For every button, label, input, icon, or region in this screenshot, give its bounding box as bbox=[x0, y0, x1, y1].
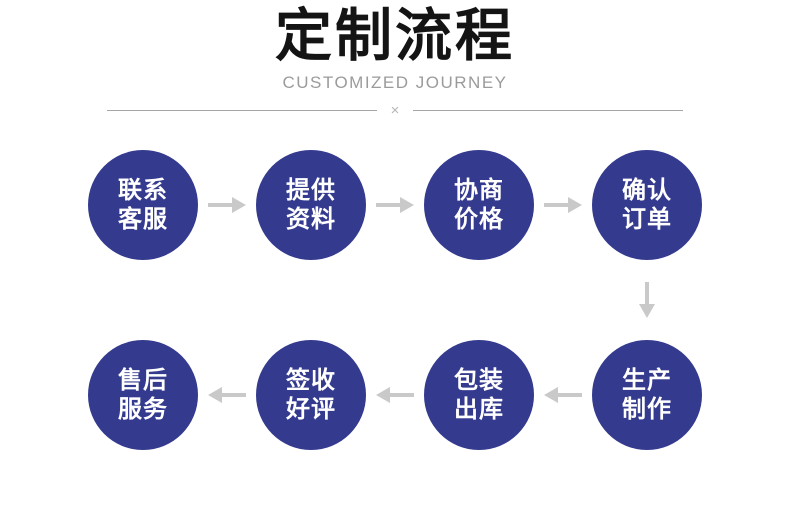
step-circle-production: 生产 制作 bbox=[592, 340, 702, 450]
flow-row-connector bbox=[88, 260, 702, 340]
step-label-line: 售后 bbox=[118, 367, 168, 394]
step-circle-sign-and-review: 签收 好评 bbox=[256, 340, 366, 450]
arrow-down-icon bbox=[639, 282, 655, 318]
step-label-line: 客服 bbox=[118, 206, 168, 233]
section-title: 定制流程 bbox=[275, 4, 515, 68]
section-subtitle: CUSTOMIZED JOURNEY bbox=[282, 73, 508, 92]
step-circle-after-sales-service: 售后 服务 bbox=[88, 340, 198, 450]
step-circle-negotiate-price: 协商 价格 bbox=[424, 150, 534, 260]
step-label-line: 联系 bbox=[118, 177, 168, 204]
flow-row-top: 联系 客服 提供 资料 协商 价格 bbox=[88, 150, 702, 260]
step-label-line: 好评 bbox=[286, 396, 336, 423]
arrow-right-icon bbox=[366, 197, 424, 213]
divider-x-icon: × bbox=[390, 101, 400, 119]
step-label-line: 出库 bbox=[454, 396, 504, 423]
arrow-left-icon bbox=[198, 387, 256, 403]
process-flow-diagram: 联系 客服 提供 资料 协商 价格 bbox=[88, 150, 702, 450]
flow-row-bottom: 售后 服务 签收 好评 包装 出库 bbox=[88, 340, 702, 450]
divider: × bbox=[107, 101, 684, 119]
step-label-line: 价格 bbox=[454, 206, 504, 233]
section-header: 定制流程 CUSTOMIZED JOURNEY × bbox=[0, 0, 790, 118]
step-label-line: 签收 bbox=[286, 367, 336, 394]
divider-line-left bbox=[107, 109, 377, 111]
step-label-line: 协商 bbox=[454, 177, 504, 204]
step-label-line: 确认 bbox=[622, 177, 672, 204]
arrow-left-icon bbox=[366, 387, 424, 403]
step-circle-confirm-order: 确认 订单 bbox=[592, 150, 702, 260]
step-label-line: 制作 bbox=[622, 396, 672, 423]
step-circle-contact-service: 联系 客服 bbox=[88, 150, 198, 260]
arrow-right-icon bbox=[534, 197, 592, 213]
divider-line-right bbox=[413, 109, 684, 111]
arrow-right-icon bbox=[198, 197, 256, 213]
step-label-line: 资料 bbox=[286, 206, 336, 233]
step-circle-packaging-shipment: 包装 出库 bbox=[424, 340, 534, 450]
step-label-line: 包装 bbox=[454, 367, 504, 394]
step-label-line: 提供 bbox=[286, 177, 336, 204]
arrow-left-icon bbox=[534, 387, 592, 403]
step-label-line: 订单 bbox=[622, 206, 672, 233]
step-circle-provide-materials: 提供 资料 bbox=[256, 150, 366, 260]
step-label-line: 生产 bbox=[622, 367, 672, 394]
step-label-line: 服务 bbox=[118, 396, 168, 423]
